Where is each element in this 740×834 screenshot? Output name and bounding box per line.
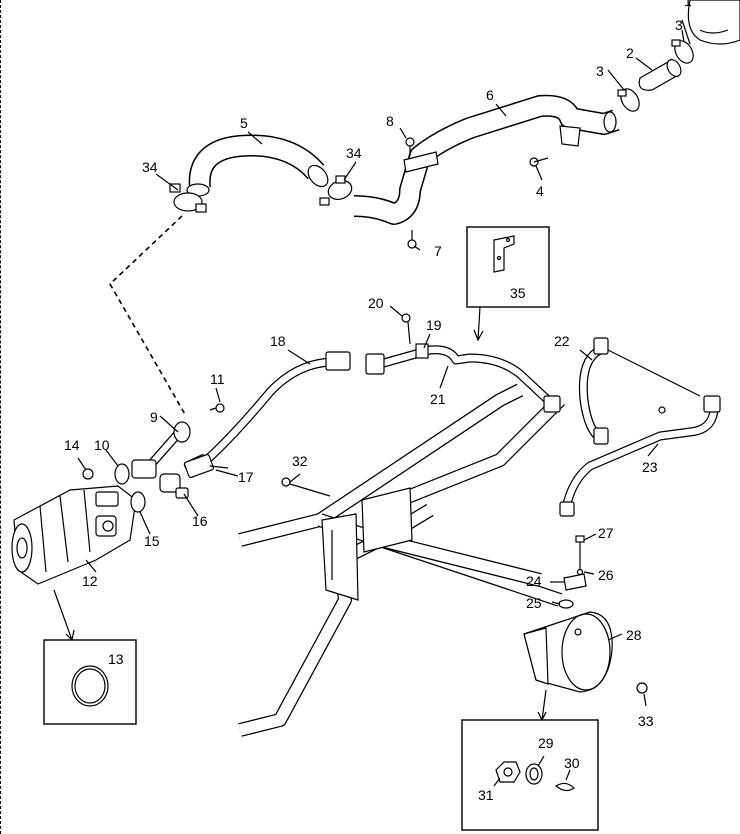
page-border <box>0 0 3 834</box>
clamp-part-3-upper <box>671 39 694 64</box>
label-part-27: 27 <box>598 525 614 541</box>
label-part-13: 13 <box>108 651 124 667</box>
hose-fitting-part-17 <box>184 453 229 479</box>
dashed-connector <box>108 215 187 417</box>
label-part-16: 16 <box>192 513 208 529</box>
label-part-14: 14 <box>64 437 80 453</box>
bolt-part-4 <box>529 157 549 167</box>
inset-box-parts-29-30-31 <box>461 689 599 831</box>
label-part-25: 25 <box>526 595 542 611</box>
pipe-part-21 <box>365 343 561 413</box>
bolt-part-20 <box>401 313 411 345</box>
clamp-part-3-lower <box>617 88 640 112</box>
label-part-12: 12 <box>82 573 98 589</box>
hose-part-5 <box>186 134 329 197</box>
sleeve-part-2 <box>638 59 682 91</box>
clamp-part-34-right <box>319 175 353 206</box>
label-part-11: 11 <box>210 371 225 387</box>
label-part-34-right: 34 <box>346 145 362 161</box>
label-part-35: 35 <box>510 285 526 301</box>
suction-pipe-part-6 <box>353 94 620 225</box>
pipe-part-23 <box>559 349 721 517</box>
label-part-8: 8 <box>386 113 394 129</box>
label-part-1: 1 <box>684 0 692 9</box>
chassis-frame <box>238 383 565 737</box>
washer-part-26 <box>576 568 584 576</box>
inset-box-part-35 <box>466 226 550 342</box>
spring-washer-part-29 <box>525 763 543 785</box>
label-part-3-lower: 3 <box>596 63 604 79</box>
label-part-3-upper: 3 <box>675 17 683 33</box>
label-part-21: 21 <box>430 391 446 407</box>
label-part-32: 32 <box>292 453 308 469</box>
leader-lines <box>77 19 691 787</box>
pump-part-12 <box>11 485 137 585</box>
label-part-6: 6 <box>486 87 494 103</box>
label-part-26: 26 <box>598 567 614 583</box>
label-part-15: 15 <box>144 533 160 549</box>
label-part-20: 20 <box>368 295 384 311</box>
label-part-28: 28 <box>626 627 642 643</box>
label-part-4: 4 <box>536 183 544 199</box>
part-labels: 1 2 3 3 4 5 6 7 8 9 10 11 12 13 14 15 16… <box>64 0 692 803</box>
bolt-part-27 <box>575 535 585 570</box>
label-part-9: 9 <box>150 409 158 425</box>
label-part-34-left: 34 <box>142 159 158 175</box>
label-part-18: 18 <box>270 333 286 349</box>
inset-box-part-13 <box>43 589 137 725</box>
label-part-10: 10 <box>94 437 110 453</box>
hose-part-22 <box>578 337 609 445</box>
tank-corner <box>687 0 740 45</box>
tank-part-28 <box>523 611 613 693</box>
nut-part-33 <box>636 682 648 694</box>
bolt-part-14 <box>82 468 94 480</box>
washer-part-30 <box>554 782 575 792</box>
nut-part-31 <box>495 761 521 783</box>
o-ring-part-15 <box>130 491 146 513</box>
label-part-29: 29 <box>538 735 554 751</box>
bolt-part-7 <box>407 230 417 249</box>
bolt-part-8 <box>405 137 415 156</box>
label-part-31: 31 <box>478 787 494 803</box>
label-part-23: 23 <box>642 459 658 475</box>
bolt-part-32 <box>281 477 331 497</box>
label-part-24: 24 <box>526 573 542 589</box>
label-part-2: 2 <box>626 45 634 61</box>
flange-part-9 <box>131 421 191 479</box>
label-part-5: 5 <box>240 115 248 131</box>
washer-part-25 <box>558 599 574 609</box>
label-part-30: 30 <box>564 755 580 771</box>
label-part-33: 33 <box>638 713 654 729</box>
label-part-7: 7 <box>434 243 442 259</box>
label-part-17: 17 <box>238 469 254 485</box>
label-part-22: 22 <box>554 333 570 349</box>
bracket-part-24 <box>563 573 587 591</box>
bolt-part-11 <box>209 403 225 413</box>
label-part-19: 19 <box>426 317 442 333</box>
o-ring-part-10 <box>114 463 130 485</box>
